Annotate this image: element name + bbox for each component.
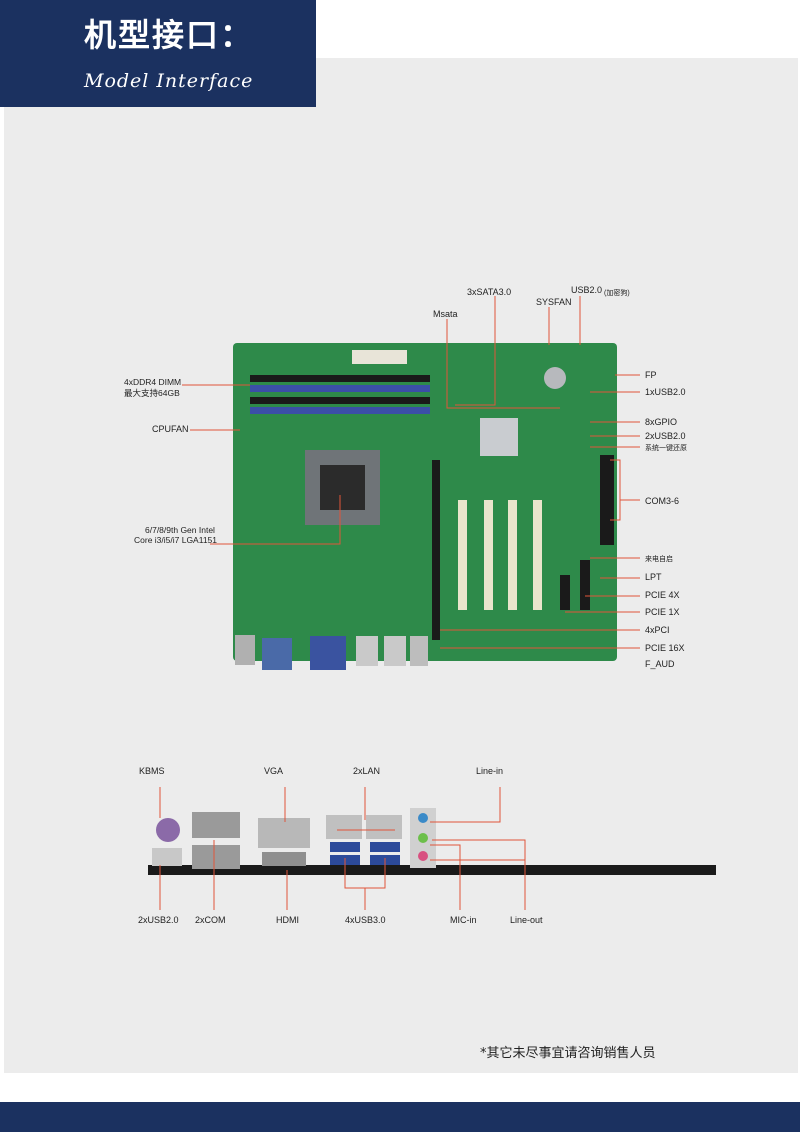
label-power-restore: 系统一键还原 (645, 445, 687, 452)
label-sata: 3xSATA3.0 (467, 287, 512, 297)
label-pcie16x: PCIE 16X (645, 643, 685, 653)
label-usb-encrypt-note: (加密狗) (604, 290, 630, 297)
label-kbms: KBMS (139, 766, 165, 776)
motherboard-image (233, 343, 617, 661)
label-pci: 4xPCI (645, 625, 670, 635)
footer-bar (0, 1102, 800, 1132)
label-usb2: 2xUSB2.0 (138, 915, 179, 925)
label-ddr: 4xDDR4 DIMM (124, 377, 182, 387)
footnote: *其它未尽事宜请咨询销售人员 (480, 1046, 656, 1061)
label-msata: Msata (433, 309, 458, 319)
board-details (235, 350, 614, 670)
header-title-zh: 机型接口： (84, 16, 255, 54)
label-cpu-line1: 6/7/8/9th Gen Intel (145, 525, 215, 535)
io-panel-image (148, 808, 716, 875)
label-vga: VGA (264, 766, 284, 776)
label-auto-power: 来电自启 (645, 556, 673, 563)
label-mic-in: MIC-in (450, 915, 477, 925)
label-faud: F_AUD (645, 659, 675, 669)
label-usb-encrypt: USB2.0 (571, 285, 603, 295)
label-cpu-line2: Core i3/i5/i7 LGA1151 (134, 535, 218, 545)
label-pcie4x: PCIE 4X (645, 590, 680, 600)
label-sysfan: SYSFAN (536, 297, 572, 307)
label-lpt: LPT (645, 572, 662, 582)
label-ddr-note: 最大支持64GB (124, 388, 180, 398)
label-pcie1x: PCIE 1X (645, 607, 680, 617)
label-hdmi: HDMI (276, 915, 299, 925)
label-gpio: 8xGPIO (645, 417, 678, 427)
page-header: 机型接口： Model Interface (0, 0, 316, 107)
label-usb-2x: 2xUSB2.0 (645, 431, 686, 441)
header-title-en: Model Interface (84, 70, 254, 92)
board-leader-lines (182, 296, 640, 649)
label-lan: 2xLAN (353, 766, 381, 776)
label-com: COM3-6 (645, 496, 680, 506)
label-usb3: 4xUSB3.0 (345, 915, 386, 925)
label-line-out: Line-out (510, 915, 543, 925)
label-fp: FP (645, 370, 657, 380)
label-line-in: Line-in (476, 766, 504, 776)
label-com-io: 2xCOM (195, 915, 226, 925)
label-cpufan: CPUFAN (152, 424, 189, 434)
io-leader-lines (159, 787, 526, 910)
label-usb-1x: 1xUSB2.0 (645, 387, 686, 397)
